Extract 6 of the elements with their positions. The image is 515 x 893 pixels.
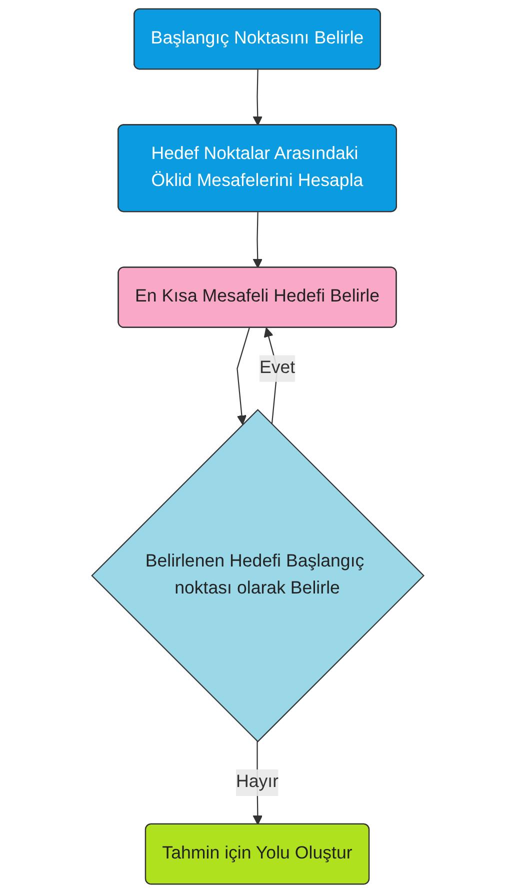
edge-label: Evet (259, 358, 295, 378)
edge-label: Hayır (236, 772, 278, 792)
node-diamond: Belirlenen Hedefi Başlangıç noktası olarak Belirle (90, 408, 424, 742)
arrow (236, 328, 250, 425)
arrow (252, 212, 262, 268)
arrow (252, 70, 262, 126)
